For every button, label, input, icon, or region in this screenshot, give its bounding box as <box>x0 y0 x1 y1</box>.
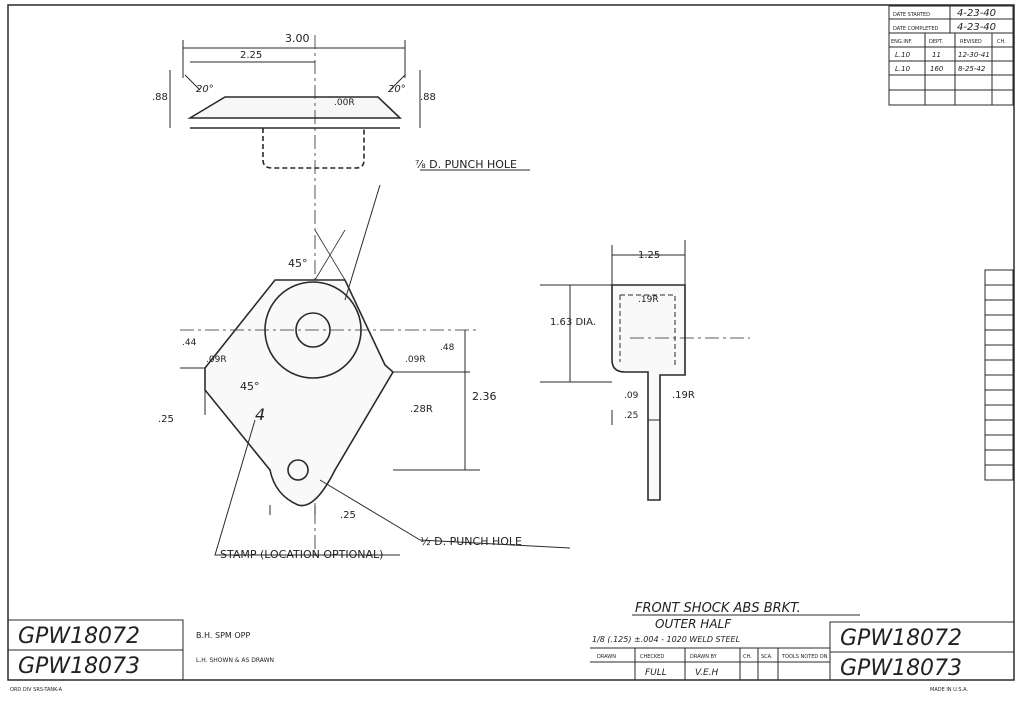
rev-col-dept: DEPT. <box>929 39 943 45</box>
dim-angle-left: 20° <box>196 84 214 95</box>
dim-hole-offset: .25 <box>340 510 356 521</box>
callout-bottom-hole: ½ D. PUNCH HOLE <box>420 535 522 548</box>
tb-value-drawn-by: V.E.H <box>695 668 719 678</box>
dim-flange-height-left: .88 <box>152 92 168 103</box>
dim-side-width: 1.25 <box>638 250 660 261</box>
footer-left: ORD DIV SRS-TANK-A <box>10 687 63 693</box>
revision-block <box>888 5 1014 106</box>
dim-corner-radius-left: .09R <box>206 355 227 365</box>
callout-stamp: STAMP (LOCATION OPTIONAL) <box>220 548 383 561</box>
dim-corner-radius-right: .09R <box>405 355 426 365</box>
title-line-3: 1/8 (.125) ±.004 - 1020 WELD STEEL <box>592 635 740 644</box>
rev-col-ch: CH. <box>997 39 1006 45</box>
tb-label-sca: SCA. <box>761 654 773 660</box>
rev-col-eng: ENG.INF. <box>891 39 913 45</box>
plan-view <box>180 169 571 556</box>
bottom-title-block <box>8 619 1015 681</box>
dim-side-radius-bottom: .19R <box>672 390 695 401</box>
top-elevation-view <box>169 35 421 560</box>
dim-side-inner: .09 <box>624 391 639 401</box>
callout-top-hole: ⅞ D. PUNCH HOLE <box>415 158 517 171</box>
tb-value-scale: FULL <box>645 668 667 678</box>
stamp-mark: 4 <box>255 405 265 424</box>
side-view <box>540 240 750 501</box>
small-punch-hole <box>287 459 309 481</box>
rev-row2-dept: 160 <box>930 65 944 73</box>
footer-right: MADE IN U.S.A. <box>930 687 968 693</box>
number-left-bottom: GPW18073 <box>18 654 140 679</box>
note-print: L.H. SHOWN & AS DRAWN <box>196 657 274 664</box>
tb-label-drawn-by: DRAWN BY <box>690 654 718 660</box>
dim-inner-radius-top: .00R <box>334 98 355 108</box>
dim-side-thickness: .25 <box>624 411 638 421</box>
rev-date-completed: 4-23-40 <box>957 22 996 33</box>
number-left-top: GPW18072 <box>18 624 140 649</box>
number-right-bottom: GPW18073 <box>840 656 962 681</box>
rev-row2-revised: 8-25-42 <box>958 65 986 73</box>
dim-left-height: .44 <box>182 338 197 348</box>
rev-row2-eng: L.10 <box>895 65 911 73</box>
rev-col-revised: REVISED <box>960 39 982 45</box>
dim-angle-45-mid: 45° <box>240 380 260 393</box>
side-strip-table <box>984 269 1014 481</box>
number-right-top: GPW18072 <box>840 626 962 651</box>
rev-row1-revised: 12-30-41 <box>958 51 990 59</box>
dim-left-offset: .25 <box>158 414 174 425</box>
dim-overall-height: 2.36 <box>472 390 497 403</box>
dim-side-radius: .19R <box>638 295 659 305</box>
dim-overall-width: 3.00 <box>285 32 310 45</box>
tb-label-ch: CH. <box>743 654 752 660</box>
rev-date-completed-label: DATE COMPLETED <box>893 26 939 32</box>
title-line-2: OUTER HALF <box>655 617 732 631</box>
dim-right-height: .48 <box>440 343 455 353</box>
rev-row1-dept: 11 <box>932 51 941 59</box>
dim-partial-width: 2.25 <box>240 50 262 61</box>
dim-flange-height-right: .88 <box>420 92 436 103</box>
tb-label-tools: TOOLS NOTED ON <box>781 654 828 660</box>
rev-row1-eng: L.10 <box>895 51 911 59</box>
dim-angle-right: 20° <box>388 84 406 95</box>
rev-date-started-label: DATE STARTED <box>893 12 930 18</box>
title-line-1: FRONT SHOCK ABS BRKT. <box>635 601 801 616</box>
note-engineer: B.H. SPM OPP <box>196 631 250 640</box>
dim-corner-radius-bottom: .28R <box>410 404 433 415</box>
dim-angle-45-top: 45° <box>288 257 308 270</box>
tb-label-checked: CHECKED <box>640 654 664 660</box>
dim-side-dia: 1.63 DIA. <box>550 317 596 328</box>
sheet-border <box>7 4 1015 681</box>
tb-label-drawn: DRAWN <box>597 654 616 660</box>
rev-date-started: 4-23-40 <box>957 8 996 19</box>
